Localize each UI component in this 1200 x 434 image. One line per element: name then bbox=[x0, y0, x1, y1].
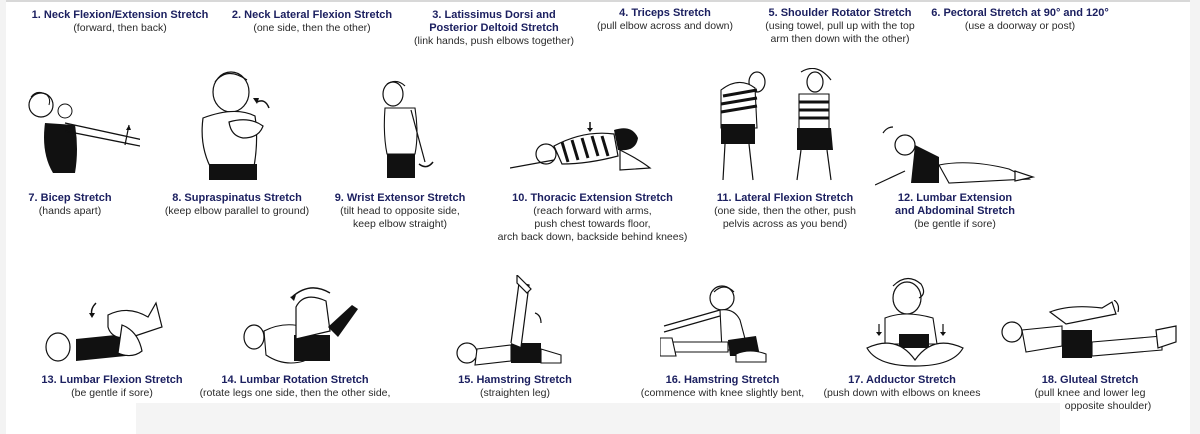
stretch-title: 2. Neck Lateral Flexion Stretch bbox=[231, 9, 393, 21]
stretch-title: 9. Wrist Extensor Stretch bbox=[334, 192, 466, 204]
stretch-description: (keep elbow parallel to ground) bbox=[164, 205, 310, 217]
stretch-description: (pull knee and lower leg bbox=[1034, 387, 1146, 399]
illustration-lumbar-flexion-stretch bbox=[42, 295, 167, 370]
illustration-hamstring-stretch-seated bbox=[660, 282, 770, 367]
stretch-description: (link hands, push elbows together) bbox=[414, 35, 574, 47]
stretch-description: keep elbow straight) bbox=[353, 218, 447, 230]
illustration-lateral-flexion-stretch bbox=[715, 68, 835, 186]
stretch-18-caption: 18. Gluteal Stretch (pull knee and lower… bbox=[1020, 374, 1160, 413]
stretch-description: (hands apart) bbox=[38, 205, 102, 217]
stretch-description: (one side, then the other, push bbox=[714, 205, 856, 217]
stretch-13-caption: 13. Lumbar Flexion Stretch (be gentle if… bbox=[22, 374, 202, 400]
stretch-11-caption: 11. Lateral Flexion Stretch (one side, t… bbox=[700, 192, 870, 231]
stretch-description: pelvis across as you bend) bbox=[722, 218, 848, 230]
stretch-8-caption: 8. Supraspinatus Stretch (keep elbow par… bbox=[152, 192, 322, 218]
illustration-hamstring-stretch-lying bbox=[455, 275, 570, 370]
stretch-title: 11. Lateral Flexion Stretch bbox=[716, 192, 854, 204]
stretch-title: 18. Gluteal Stretch bbox=[1041, 374, 1139, 386]
stretch-12-caption: 12. Lumbar Extension and Abdominal Stret… bbox=[890, 192, 1020, 231]
stretch-6-caption: 6. Pectoral Stretch at 90° and 120° (use… bbox=[930, 7, 1110, 33]
person-supraspinatus-stretch-icon bbox=[201, 71, 270, 180]
page-left-margin bbox=[0, 0, 6, 434]
stretch-description: push chest towards floor, bbox=[534, 218, 651, 230]
stretch-title: 4. Triceps Stretch bbox=[619, 7, 711, 19]
stretch-description: arch back down, backside behind knees) bbox=[497, 231, 688, 243]
illustration-lumbar-rotation-stretch bbox=[240, 285, 360, 370]
stretch-10-caption: 10. Thoracic Extension Stretch (reach fo… bbox=[480, 192, 705, 244]
person-thoracic-extension-stretch-icon bbox=[510, 122, 652, 171]
stretch-14-caption: 14. Lumbar Rotation Stretch (rotate legs… bbox=[195, 374, 395, 400]
illustration-gluteal-stretch bbox=[1000, 300, 1180, 370]
stretch-title: 1. Neck Flexion/Extension Stretch bbox=[31, 9, 209, 21]
stretch-description: opposite shoulder) bbox=[1064, 400, 1152, 412]
stretch-title: 14. Lumbar Rotation Stretch bbox=[221, 374, 369, 386]
stretch-2-caption: 2. Neck Lateral Flexion Stretch (one sid… bbox=[222, 9, 402, 35]
stretch-description: arm then down with the other) bbox=[770, 33, 910, 45]
stretch-17-caption: 17. Adductor Stretch (push down with elb… bbox=[822, 374, 982, 400]
stretch-3-caption: 3. Latissimus Dorsi and Posterior Deltoi… bbox=[404, 9, 584, 48]
stretch-title: 3. Latissimus Dorsi and bbox=[432, 9, 556, 21]
stretch-7-caption: 7. Bicep Stretch (hands apart) bbox=[15, 192, 125, 218]
stretch-description: (use a doorway or post) bbox=[964, 20, 1076, 32]
stretch-description: (be gentle if sore) bbox=[914, 218, 996, 230]
person-hamstring-stretch-seated-icon bbox=[660, 285, 767, 363]
illustration-thoracic-extension-stretch bbox=[510, 120, 660, 175]
stretch-description: (push down with elbows on knees bbox=[823, 387, 981, 399]
stretch-title: and Abdominal Stretch bbox=[895, 205, 1015, 217]
person-lateral-flexion-stretch-icon bbox=[720, 68, 833, 181]
stretch-9-caption: 9. Wrist Extensor Stretch (tilt head to … bbox=[325, 192, 475, 231]
stretch-title: 16. Hamstring Stretch bbox=[665, 374, 780, 386]
stretch-title: 8. Supraspinatus Stretch bbox=[172, 192, 302, 204]
stretch-title: 12. Lumbar Extension bbox=[897, 192, 1013, 204]
illustration-bicep-stretch bbox=[25, 85, 140, 185]
bottom-overlay-panel bbox=[136, 403, 1060, 434]
page-right-margin bbox=[1190, 0, 1200, 434]
stretch-title: 7. Bicep Stretch bbox=[28, 192, 112, 204]
stretch-description: (pull elbow across and down) bbox=[597, 20, 733, 32]
illustration-wrist-extensor-stretch bbox=[375, 80, 445, 188]
stretch-description: (be gentle if sore) bbox=[71, 387, 153, 399]
illustration-supraspinatus-stretch bbox=[195, 68, 285, 186]
illustration-lumbar-extension-stretch bbox=[875, 125, 1050, 190]
stretch-1-caption: 1. Neck Flexion/Extension Stretch (forwa… bbox=[20, 9, 220, 35]
person-gluteal-stretch-icon bbox=[1001, 300, 1177, 358]
person-lumbar-flexion-stretch-icon bbox=[45, 301, 163, 362]
stretch-description: (forward, then back) bbox=[73, 22, 167, 34]
stretch-description: (rotate legs one side, then the other si… bbox=[199, 387, 391, 399]
person-lumbar-rotation-stretch-icon bbox=[243, 287, 358, 364]
stretch-15-caption: 15. Hamstring Stretch (straighten leg) bbox=[450, 374, 580, 400]
person-lumbar-extension-stretch-icon bbox=[875, 126, 1036, 186]
page-top-border bbox=[0, 0, 1200, 2]
stretch-description: (tilt head to opposite side, bbox=[340, 205, 460, 217]
stretch-description: (using towel, pull up with the top bbox=[765, 20, 915, 32]
person-bicep-stretch-icon bbox=[28, 91, 140, 173]
stretch-5-caption: 5. Shoulder Rotator Stretch (using towel… bbox=[755, 7, 925, 46]
stretch-description: (straighten leg) bbox=[479, 387, 551, 399]
stretch-4-caption: 4. Triceps Stretch (pull elbow across an… bbox=[590, 7, 740, 33]
stretch-title: 17. Adductor Stretch bbox=[848, 374, 956, 386]
stretch-title: 13. Lumbar Flexion Stretch bbox=[41, 374, 183, 386]
illustration-adductor-stretch bbox=[865, 272, 965, 372]
stretch-description: (commence with knee slightly bent, bbox=[640, 387, 805, 399]
stretch-description: (one side, then the other) bbox=[253, 22, 371, 34]
stretch-description: (reach forward with arms, bbox=[533, 205, 652, 217]
stretch-title: 6. Pectoral Stretch at 90° and 120° bbox=[931, 7, 1109, 19]
person-hamstring-stretch-lying-icon bbox=[456, 275, 562, 366]
stretch-title: 5. Shoulder Rotator Stretch bbox=[768, 7, 912, 19]
person-adductor-stretch-icon bbox=[866, 277, 964, 367]
stretch-title: 15. Hamstring Stretch bbox=[458, 374, 572, 386]
stretch-title: 10. Thoracic Extension Stretch bbox=[512, 192, 673, 204]
person-wrist-extensor-stretch-icon bbox=[382, 80, 434, 178]
stretch-title: Posterior Deltoid Stretch bbox=[429, 22, 559, 34]
stretch-16-caption: 16. Hamstring Stretch (commence with kne… bbox=[635, 374, 810, 400]
